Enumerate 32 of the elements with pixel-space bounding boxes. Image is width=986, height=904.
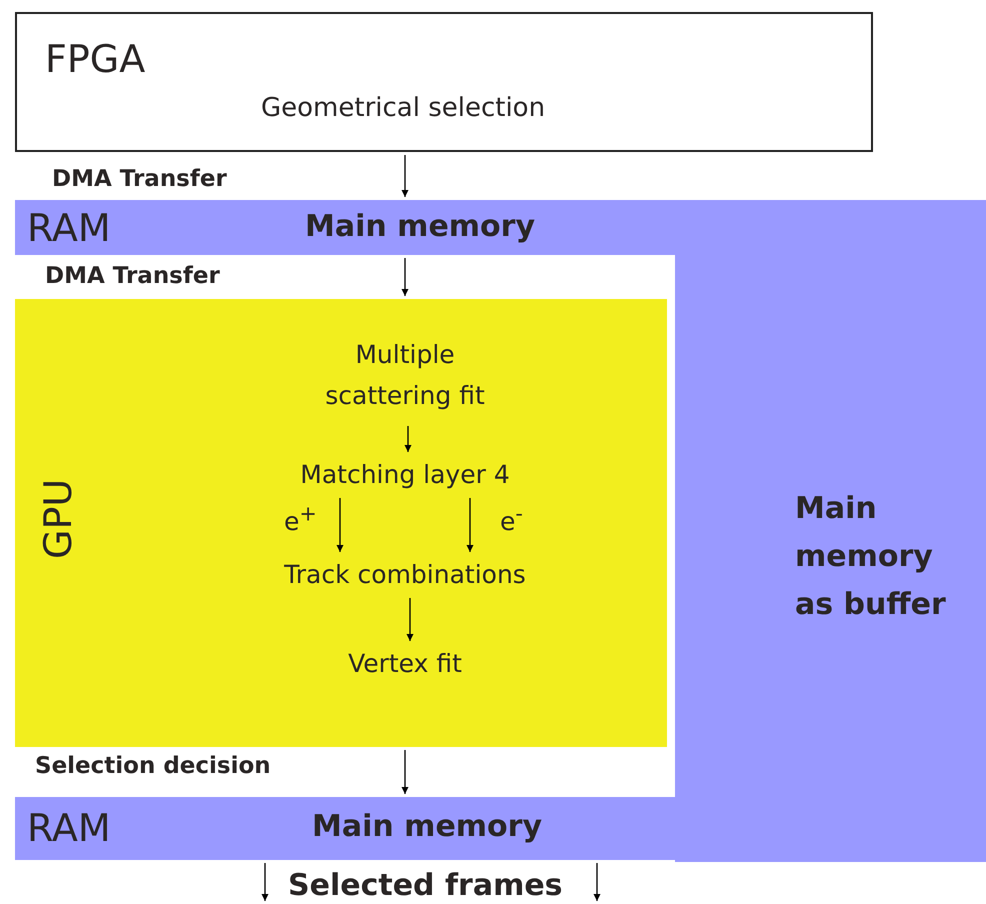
node-text: Vertex fit bbox=[347, 648, 463, 680]
arrow bbox=[262, 863, 268, 901]
memory-band bbox=[15, 200, 675, 255]
arrow bbox=[402, 258, 408, 296]
gpu-box bbox=[15, 299, 667, 747]
node-title: GPU bbox=[39, 478, 77, 559]
arrow bbox=[406, 598, 414, 641]
arrow bbox=[594, 863, 600, 901]
node-text: Track combinations bbox=[283, 559, 527, 592]
memory-band bbox=[15, 797, 675, 860]
node-title: FPGA bbox=[45, 40, 146, 78]
arrow bbox=[336, 498, 344, 552]
node-text: Main memory as buffer bbox=[795, 490, 947, 624]
edge-label: e$^{+}$ bbox=[284, 502, 317, 538]
arrow bbox=[404, 426, 412, 452]
node-text: Main memory bbox=[305, 209, 536, 245]
arrow bbox=[402, 155, 408, 197]
fpga-box bbox=[15, 12, 873, 152]
node-title: RAM bbox=[27, 809, 111, 847]
node-text: Matching layer 4 bbox=[299, 459, 511, 492]
node-title: RAM bbox=[27, 209, 111, 247]
annotation-label: Selection decision bbox=[35, 753, 271, 781]
annotation-label: DMA Transfer bbox=[52, 166, 227, 194]
annotation-label: DMA Transfer bbox=[45, 263, 220, 291]
arrow bbox=[466, 498, 474, 552]
edge-label: e$^{-}$ bbox=[500, 502, 523, 538]
arrow bbox=[402, 750, 408, 794]
node-text: Main memory bbox=[312, 809, 542, 845]
annotation-label: Selected frames bbox=[288, 868, 563, 904]
memory-buffer-panel bbox=[675, 200, 986, 862]
node-text: Geometrical selection bbox=[261, 93, 546, 124]
node-text: Multiple scattering fit bbox=[324, 338, 486, 412]
